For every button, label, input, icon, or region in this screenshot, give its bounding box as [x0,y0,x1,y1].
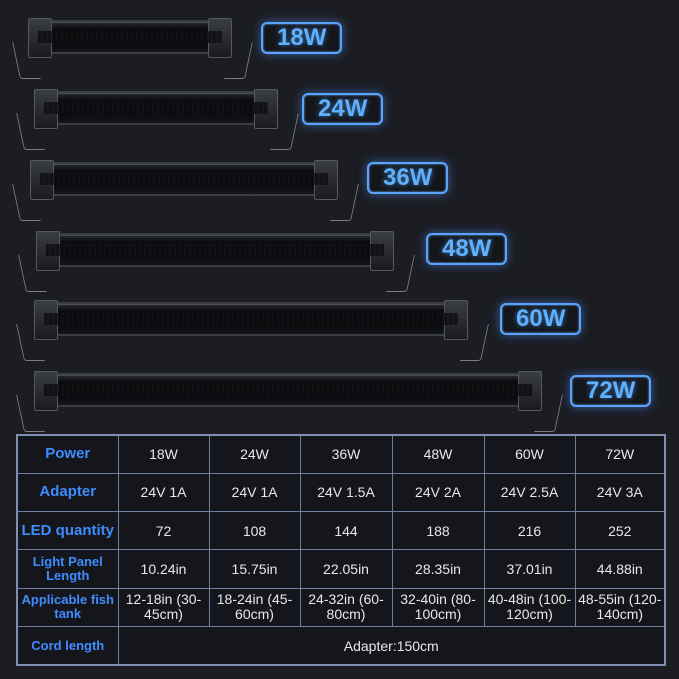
light-panel [34,371,542,411]
light-panel [34,300,468,340]
table-cell: 10.24in [117,549,210,589]
table-row-led-quantity: LED quantity 72 108 144 188 216 252 [16,511,666,551]
table-row-adapter: Adapter 24V 1A 24V 1A 24V 1.5A 24V 2A 24… [16,472,666,513]
table-cell: 24V 1A [117,472,210,513]
wattage-badge-18w: 18W [261,22,343,54]
light-panel [30,160,338,200]
table-cell: 252 [574,511,666,551]
table-cell: 18-24in (45-60cm) [208,587,301,628]
table-cell: 24V 1A [208,472,301,513]
table-cell: 36W [299,434,393,474]
table-cell: 60W [483,434,576,474]
specs-table: Power 18W 24W 36W 48W 60W 72W Adapter 24… [16,434,666,666]
table-cell: 72 [117,511,210,551]
table-cell: 24V 1.5A [299,472,393,513]
row-header: Light Panel Length [16,549,119,589]
table-cell: 24-32in (60-80cm) [299,587,393,628]
row-header: Power [16,434,119,474]
table-cell: 144 [299,511,393,551]
row-header: LED quantity [16,511,119,551]
table-row-power: Power 18W 24W 36W 48W 60W 72W [16,434,666,474]
table-cell: 72W [574,434,666,474]
table-cell: 24V 2A [391,472,485,513]
table-cell: 15.75in [208,549,301,589]
table-cell: 37.01in [483,549,576,589]
table-cell: 44.88in [574,549,666,589]
row-header: Adapter [16,472,119,513]
table-cell: 216 [483,511,576,551]
wattage-badge-72w: 72W [570,375,652,407]
table-cell: 24V 3A [574,472,666,513]
table-cell: 48-55in (120-140cm) [574,587,666,628]
table-cell: 32-40in (80-100cm) [391,587,485,628]
table-row-fish-tank: Applicable fish tank 12-18in (30-45cm) 1… [16,587,666,628]
wattage-badge-60w: 60W [500,303,582,335]
light-panel [36,231,394,271]
wattage-badge-48w: 48W [426,233,508,265]
light-panel [34,89,278,129]
table-cell: 108 [208,511,301,551]
table-cell: 24V 2.5A [483,472,576,513]
row-header: Cord length [16,626,119,666]
table-cell: 12-18in (30-45cm) [117,587,210,628]
table-cell: 28.35in [391,549,485,589]
wattage-badge-24w: 24W [302,93,384,125]
table-row-panel-length: Light Panel Length 10.24in 15.75in 22.05… [16,549,666,589]
table-cell: 48W [391,434,485,474]
table-cell: 22.05in [299,549,393,589]
table-cell: 24W [208,434,301,474]
wattage-badge-36w: 36W [367,162,449,194]
light-panel [28,18,232,58]
product-lineup: 18W 24W 36W 48W 60W [12,18,652,432]
table-cell: 188 [391,511,485,551]
row-header: Applicable fish tank [16,587,119,628]
table-cell-span: Adapter:150cm [117,626,666,666]
table-cell: 40-48in (100-120cm) [483,587,576,628]
table-cell: 18W [117,434,210,474]
table-row-cord-length: Cord length Adapter:150cm [16,626,666,666]
